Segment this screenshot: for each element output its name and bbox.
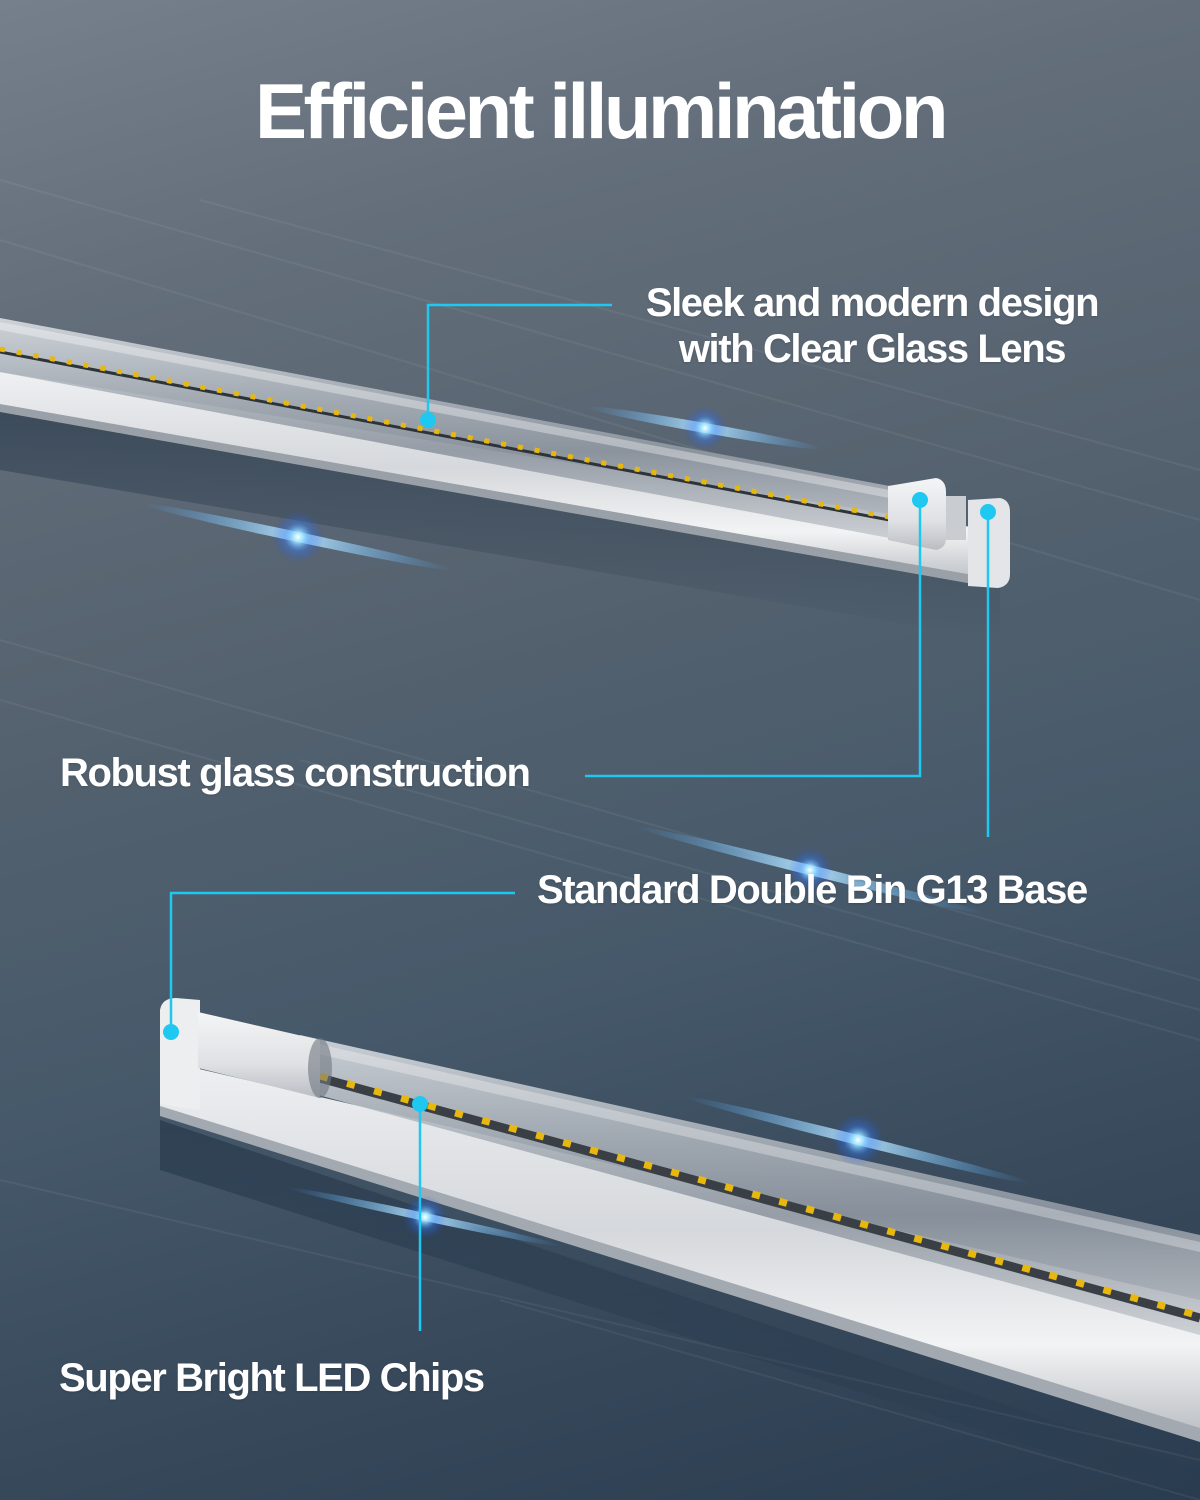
cyan-dot-marker-icon <box>980 504 996 520</box>
background-streaks <box>0 179 1200 1500</box>
callout-label-base: Standard Double Bin G13 Base <box>537 868 1088 912</box>
bottom-led-tube <box>160 998 1200 1500</box>
cyan-dot-marker-icon <box>163 1024 179 1040</box>
callout-label-lens-line1: Sleek and modern design <box>645 281 1100 325</box>
cyan-dot-marker-icon <box>412 1096 428 1112</box>
blue-lens-flare-icon <box>141 406 1033 1247</box>
callout-line-lens <box>426 303 612 420</box>
cyan-dot-marker-icon <box>912 492 928 508</box>
cyan-dot-marker-icon <box>420 412 436 428</box>
callout-line-robust <box>585 500 922 778</box>
callout-label-chips: Super Bright LED Chips <box>59 1356 485 1400</box>
page-title: Efficient illumination <box>254 67 949 155</box>
callout-label-lens-line2: with Clear Glass Lens <box>678 327 1067 371</box>
callout-line-base-left <box>169 891 515 1032</box>
callout-label-robust: Robust glass construction <box>60 751 531 795</box>
callout-label-lens: Sleek and modern design with Clear Glass… <box>612 280 1132 372</box>
top-led-tube <box>0 318 1010 640</box>
